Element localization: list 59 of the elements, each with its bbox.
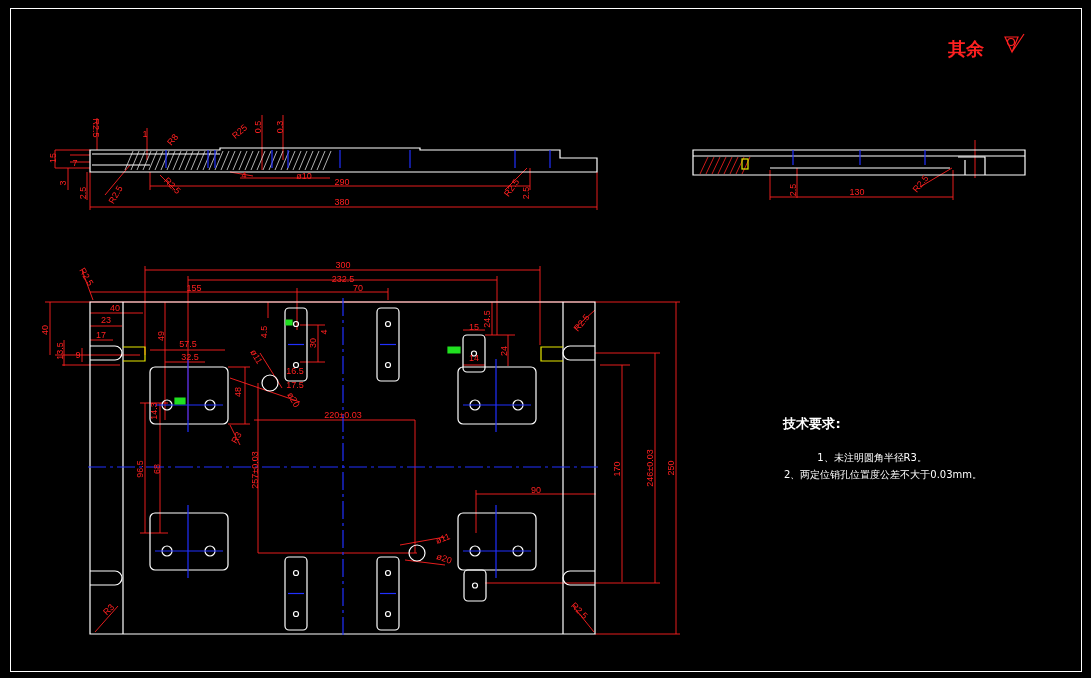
dimension-text: 290	[334, 177, 350, 187]
dimension-text: ø20	[435, 552, 453, 566]
roughness-note: 其余	[948, 40, 984, 58]
dimension-text: 90	[531, 485, 541, 495]
dimension-text: 4	[319, 329, 329, 335]
dimension-text: 380	[334, 197, 350, 207]
dimension-text: ø11	[248, 348, 264, 366]
dimension-text: 48	[233, 387, 243, 397]
dimension-text: 23	[101, 315, 111, 325]
dimension-text: 70	[353, 283, 363, 293]
dimension-text: 16.5	[286, 366, 304, 376]
dimension-text: 40	[110, 303, 120, 313]
dimension-text: 1	[142, 129, 148, 139]
dimension-text: 32.5	[181, 352, 199, 362]
dimension-text: ø20	[285, 391, 301, 409]
dimension-text: 2.5	[78, 186, 88, 200]
note-text: 1、未注明圆角半径R3。	[817, 453, 927, 463]
dimension-text: 155	[186, 283, 202, 293]
dimension-text: 130	[849, 187, 865, 197]
dimension-text: 246±0.03	[645, 449, 655, 487]
dimension-text: 15	[469, 322, 479, 332]
dimension-text: 232.5	[331, 274, 355, 284]
dimension-text: 49	[156, 331, 166, 341]
dimension-text: ø10	[296, 171, 312, 181]
dimension-text: ø11	[434, 532, 452, 546]
dimension-text: 68	[152, 464, 162, 474]
dimension-text: R3	[101, 602, 117, 618]
dimension-text: R2.5	[90, 118, 100, 138]
dimension-text: 170	[612, 461, 622, 477]
notes-heading: 技术要求:	[783, 416, 841, 430]
dimension-text: 96.5	[135, 460, 145, 478]
dimension-text: 4	[241, 170, 247, 180]
dimension-text: 24.5	[482, 310, 492, 328]
dimension-text: 17	[96, 330, 106, 340]
dimension-text: 2.5	[521, 186, 531, 200]
dimension-text: 2.5	[788, 183, 798, 197]
dimension-text: 3	[58, 180, 68, 186]
dimension-text: 40	[40, 325, 50, 335]
dimension-text: 0.3	[275, 120, 285, 134]
dimension-text: 4.5	[259, 325, 269, 339]
dimension-text: 257±0.03	[250, 451, 260, 489]
dimension-text: 250	[666, 460, 676, 476]
dimension-text: R8	[165, 132, 181, 148]
dimension-text: 220±0.03	[324, 410, 362, 420]
dimension-text: 300	[335, 260, 351, 270]
dimension-text: 9	[75, 350, 81, 360]
dimension-text: 14	[469, 353, 479, 363]
dimension-text: 24	[499, 346, 509, 356]
dimension-text: 13.5	[55, 342, 65, 360]
dimension-text: 0.5	[253, 120, 263, 134]
dimension-text: 15	[48, 153, 58, 163]
dimension-text: 14.3	[149, 402, 159, 420]
dimension-text: 30	[308, 338, 318, 348]
dimension-text: 7	[72, 158, 78, 168]
dimension-text: 17.5	[286, 380, 304, 390]
note-text: 2、两定位销孔位置度公差不大于0.03mm。	[783, 470, 983, 480]
dimension-text: 57.5	[179, 339, 197, 349]
dimension-text: R3	[230, 430, 244, 446]
dimension-text: R25	[230, 123, 250, 141]
